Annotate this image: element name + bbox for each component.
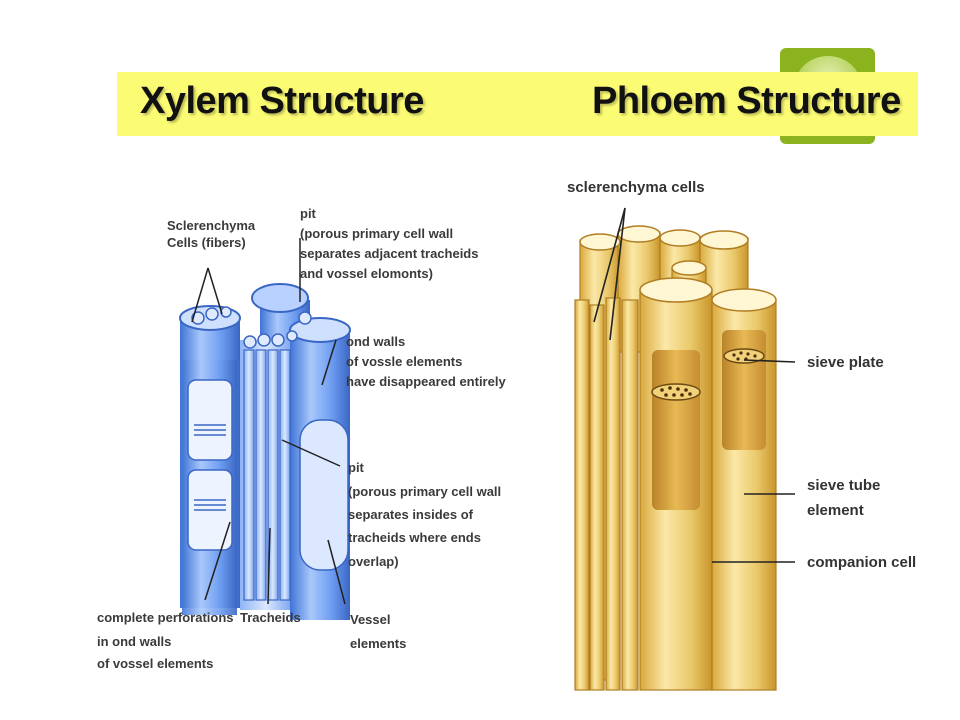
label-perforations: complete perforations in ond walls of vo… <box>97 610 237 671</box>
phloem-title: Phloem Structure <box>592 80 901 122</box>
label-pit-bottom: pit (porous primary cell wall separates … <box>348 460 505 569</box>
label-sieve-plate: sieve plate <box>807 354 884 371</box>
xylem-title: Xylem Structure <box>140 80 424 122</box>
phloem-diagram: sclerenchyma cells sieve plate sieve tub… <box>567 179 916 691</box>
title-bar <box>117 72 918 136</box>
label-vessel-elements: Vessel elements <box>350 612 406 651</box>
label-sieve-tube-element: sieve tube element <box>807 477 885 519</box>
label-end-walls: ond walls of vossle elements have disapp… <box>346 334 506 389</box>
label-pit-top: pit (porous primary cell wall separates … <box>300 206 482 281</box>
xylem-diagram: Sclerenchyma Cells (fibers) pit (porous … <box>97 206 506 671</box>
label-xylem-sclerenchyma: Sclerenchyma Cells (fibers) <box>167 218 259 250</box>
label-tracheids: Tracheids <box>240 610 301 625</box>
label-companion-cell: companion cell <box>807 554 916 571</box>
label-phloem-sclerenchyma: sclerenchyma cells <box>567 179 705 196</box>
